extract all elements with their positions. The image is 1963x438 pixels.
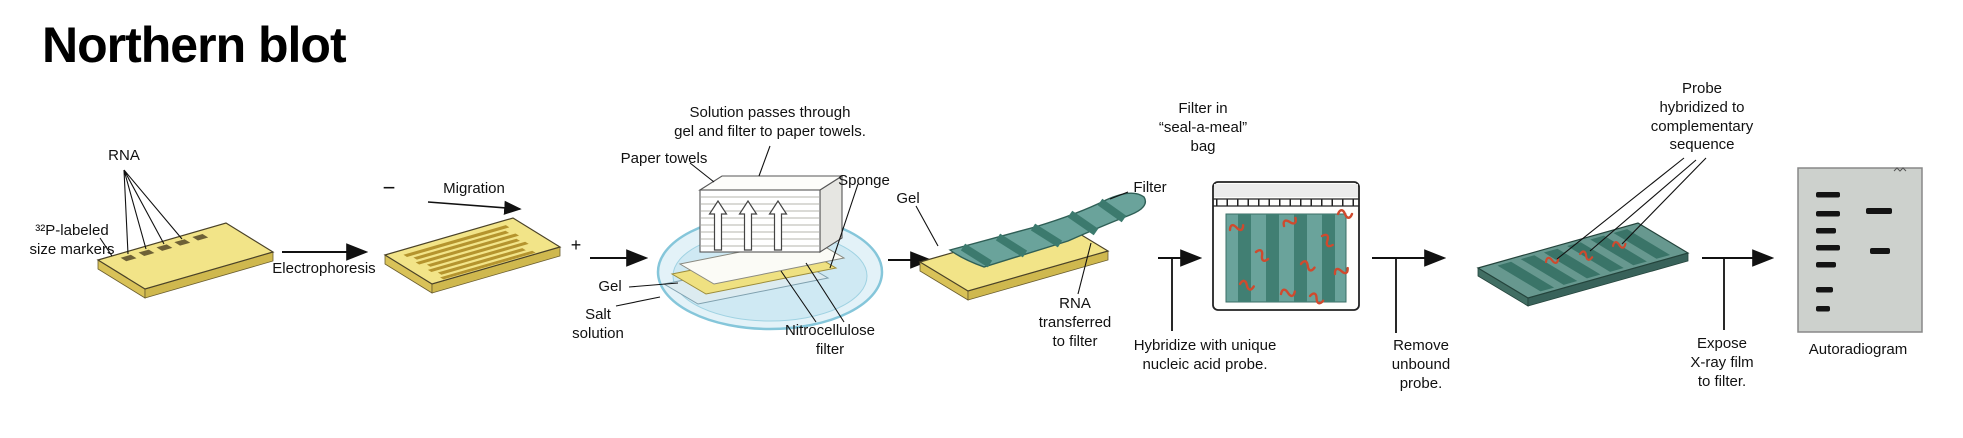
- plus-electrode-label: +: [570, 235, 582, 255]
- seal-a-meal-bag: [1212, 181, 1360, 311]
- flow-arrow-hybridize: [1158, 249, 1203, 331]
- paper-towels-label: Paper towels: [620, 150, 708, 167]
- blot-caption: Solution passes through gel and filter t…: [674, 104, 866, 140]
- autoradiogram-film: [1797, 167, 1923, 333]
- flow-arrow-wash: [1372, 249, 1447, 333]
- remove-step-label: Remove unbound probe.: [1391, 337, 1451, 392]
- markers-label: ³²P-labeled size markers: [29, 222, 115, 258]
- rna-transferred-note: RNA transferred to filter: [1038, 295, 1112, 350]
- rna-leader-lines: [123, 169, 183, 255]
- hybridized-filter: [1476, 157, 1707, 307]
- bag-label: Filter in “seal-a-meal” bag: [1158, 100, 1248, 155]
- filter-label: Filter: [1133, 179, 1167, 196]
- markers-leader-line: [99, 237, 113, 257]
- gel-dish-label: Gel: [598, 278, 622, 295]
- minus-electrode-label: −: [382, 175, 396, 200]
- nitrocellulose-label: Nitrocellulose filter: [784, 322, 876, 358]
- electrophoresis-label: Electrophoresis: [272, 260, 376, 277]
- gel-transfer-label: Gel: [896, 190, 920, 207]
- rna-sample-plate: [96, 169, 275, 299]
- rna-label: RNA: [108, 147, 140, 164]
- transfer-leader-lines: [915, 191, 1129, 295]
- filter-bands: [960, 198, 1127, 268]
- probe-leader-lines: [1556, 157, 1707, 260]
- capillary-blot-setup: [615, 145, 884, 331]
- flow-arrow-expose: [1702, 249, 1775, 330]
- peeling-filter-sheet: [948, 192, 1147, 268]
- page-title: Northern blot: [42, 17, 347, 73]
- sponge-label: Sponge: [838, 172, 890, 189]
- electrophoresed-gel: [383, 200, 562, 294]
- probe-result-label: Probe hybridized to complementary sequen…: [1650, 80, 1754, 154]
- solution-flow-arrows: [708, 199, 788, 251]
- hybridize-step-label: Hybridize with unique nucleic acid probe…: [1133, 337, 1277, 373]
- well-slots: [120, 234, 209, 262]
- migration-arrow: [427, 200, 522, 215]
- expose-step-label: Expose X-ray film to filter.: [1690, 335, 1754, 390]
- migration-label: Migration: [443, 180, 505, 197]
- blot-leader-lines: [615, 145, 859, 323]
- gel-filter-transfer: [915, 191, 1147, 301]
- autoradiogram-label: Autoradiogram: [1808, 341, 1908, 358]
- film-bands: [1816, 192, 1892, 312]
- gel-bands: [403, 225, 536, 280]
- hybridized-filter-bands: [1497, 229, 1671, 292]
- salt-solution-label: Salt solution: [572, 306, 624, 342]
